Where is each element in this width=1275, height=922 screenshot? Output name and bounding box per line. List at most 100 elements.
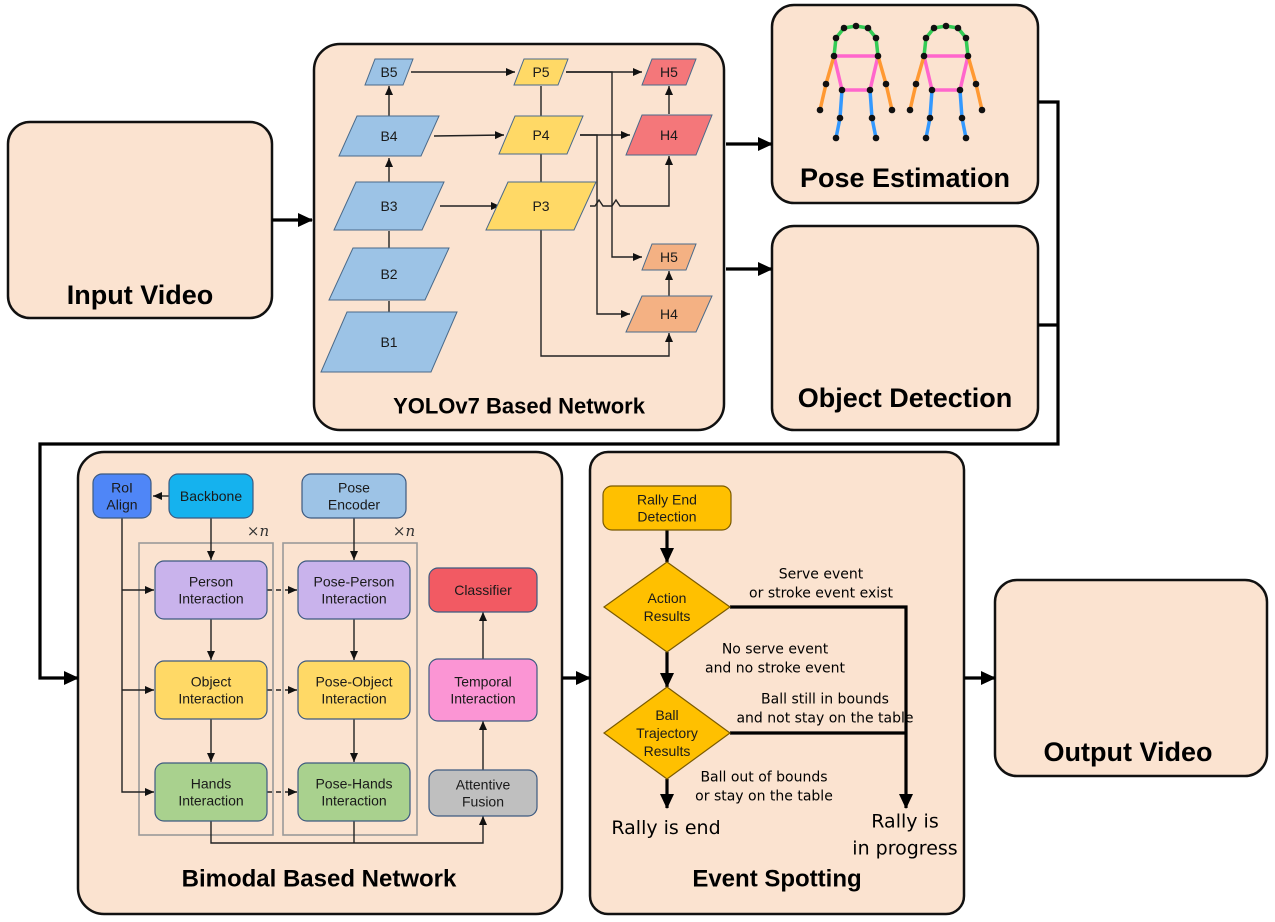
p5-node-label-line-1: P5 bbox=[532, 64, 549, 80]
pose-hands-interaction-node-label-line-1: Pose-Hands bbox=[315, 776, 392, 792]
no-serve-event-label-line-2: and no stroke event bbox=[705, 661, 846, 677]
h5b-node-label-line-1: H5 bbox=[660, 249, 678, 265]
p4-node-shape bbox=[498, 115, 584, 155]
rally-end-detection-node-label-line-1: Rally End bbox=[637, 492, 697, 508]
skeleton-limb bbox=[966, 54, 978, 86]
classifier-node-label: Classifier bbox=[454, 582, 512, 598]
p3-node: P3 bbox=[485, 181, 597, 231]
object-interaction-node-shape bbox=[154, 660, 268, 720]
temporal-interaction-node-label-line-1: Temporal bbox=[454, 674, 512, 690]
yolo-network-title: YOLOv7 Based Network bbox=[393, 394, 646, 419]
skeleton-joint bbox=[956, 86, 964, 94]
detection-panel bbox=[770, 224, 1040, 432]
b3-node-label: B3 bbox=[380, 198, 397, 214]
b4-p4-link bbox=[433, 131, 505, 140]
serve-event-label-line-2: or stroke event exist bbox=[749, 586, 893, 602]
serve-event-label: Serve event or stroke event exist bbox=[749, 567, 893, 602]
p5-node-shape bbox=[513, 58, 569, 86]
p4-node-label: P4 bbox=[532, 127, 549, 143]
skeleton-limb bbox=[924, 116, 932, 140]
input-video-title: Input Video bbox=[67, 280, 214, 310]
skeleton-limb bbox=[974, 82, 984, 112]
rally-end-outcome: Rally is end bbox=[611, 817, 720, 839]
repeat-count-left-line-1: ×n bbox=[247, 522, 269, 540]
ball-in-bounds-label-line-2: and not stay on the table bbox=[736, 711, 913, 727]
input-video-title-line-1: Input Video bbox=[67, 280, 214, 310]
skeleton-joint bbox=[964, 52, 972, 60]
pose-encoder-node-label-line-1: Pose bbox=[338, 480, 370, 496]
skeleton-joint bbox=[872, 134, 880, 142]
skeleton-joint bbox=[922, 134, 930, 142]
skeleton-joint bbox=[882, 80, 890, 88]
b4-node-shape bbox=[338, 115, 440, 157]
ball-in-bounds-label-line-1: Ball still in bounds bbox=[761, 692, 889, 708]
backbone-node-label: Backbone bbox=[180, 488, 242, 504]
action-results-node-shape bbox=[602, 561, 732, 653]
rally-progress-outcome-line-1: Rally is bbox=[871, 811, 938, 833]
p5-node-label: P5 bbox=[532, 64, 549, 80]
b3-node-label-line-1: B3 bbox=[380, 198, 397, 214]
skeleton-joint bbox=[840, 24, 848, 32]
b4-node-label-line-1: B4 bbox=[380, 128, 397, 144]
hands-interaction-node-shape bbox=[154, 762, 268, 822]
skeleton-joint bbox=[852, 22, 860, 30]
b2-node-label: B2 bbox=[380, 266, 397, 282]
skeleton-limb bbox=[908, 82, 918, 112]
roi-align-node-label-line-2: Align bbox=[106, 497, 137, 513]
h4a-node-label-line-1: H4 bbox=[660, 127, 678, 143]
pose-hands-interaction-node-label-line-2: Interaction bbox=[321, 793, 386, 809]
skeleton-limb bbox=[958, 88, 964, 120]
skeleton-limb bbox=[876, 54, 888, 86]
no-serve-event-label-line-1: No serve event bbox=[722, 642, 829, 658]
skeleton-joint bbox=[872, 34, 880, 42]
b3-node-shape bbox=[333, 181, 445, 231]
pose-object-interaction-node-label-line-2: Interaction bbox=[321, 691, 386, 707]
skeleton-joint bbox=[930, 24, 938, 32]
attentive-fusion-node-label-line-1: Attentive bbox=[456, 777, 511, 793]
roi-hands-link bbox=[121, 518, 154, 796]
p3-node-shape bbox=[485, 181, 597, 231]
classifier-node-label-line-1: Classifier bbox=[454, 582, 512, 598]
skeleton-joint bbox=[962, 134, 970, 142]
skeleton-limb bbox=[870, 116, 878, 140]
skeleton-joint bbox=[866, 86, 874, 94]
skeleton-joint bbox=[912, 80, 920, 88]
roi-align-node-label-line-1: RoI bbox=[111, 480, 133, 496]
skeleton-joint bbox=[920, 52, 928, 60]
skeleton-limb bbox=[868, 88, 874, 120]
repeat-count-right: ×n bbox=[393, 522, 415, 540]
pose-skeleton-left bbox=[816, 22, 896, 142]
skeleton-joint bbox=[928, 86, 936, 94]
skeleton-limb bbox=[838, 88, 844, 120]
pose-encoder-node-label-line-2: Encoder bbox=[328, 497, 380, 513]
pose-object-interaction-node-label-line-1: Pose-Object bbox=[315, 674, 392, 690]
repeat-group-right bbox=[282, 542, 418, 836]
serve-event-label-line-1: Serve event bbox=[779, 567, 864, 583]
skeleton-limb bbox=[928, 88, 934, 120]
temporal-interaction-node-shape bbox=[428, 658, 538, 722]
h4b-node: H4 bbox=[625, 295, 713, 333]
skeleton-joint bbox=[830, 52, 838, 60]
b2-node: B2 bbox=[328, 247, 450, 301]
h5a-node-shape bbox=[641, 58, 697, 86]
bimodal-network-title-line-1: Bimodal Based Network bbox=[182, 866, 457, 893]
action-results-node-label-line-2: Results bbox=[644, 608, 691, 624]
b2-node-label-line-1: B2 bbox=[380, 266, 397, 282]
rally-end-outcome-line-1: Rally is end bbox=[611, 817, 720, 839]
